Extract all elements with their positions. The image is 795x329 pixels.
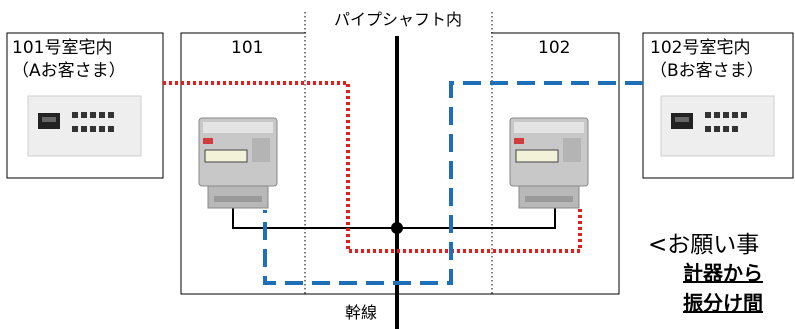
pipe-shaft-label: パイプシャフト内: [334, 10, 463, 29]
trunk-label: 幹線: [345, 303, 378, 322]
meter-101: [198, 117, 278, 209]
junction-dot: [391, 222, 403, 234]
panel-a: [27, 95, 142, 157]
notice-line-2: 振分け間: [683, 291, 763, 315]
room-b-customer: （Bお客さま）: [650, 61, 764, 81]
room-a-title: 101号室宅内: [12, 38, 113, 58]
room-b-title: 102号室宅内: [650, 38, 751, 58]
notice-line-1: 計器から: [683, 261, 763, 285]
panel-b: [660, 95, 775, 157]
meter-102: [509, 117, 589, 209]
wire-b-blue: [263, 81, 643, 285]
unit-101-label: 101: [231, 38, 264, 58]
room-a-customer: （Aお客さま）: [12, 61, 126, 81]
notice-title: <お願い事: [648, 232, 760, 258]
unit-102-label: 102: [538, 38, 571, 58]
